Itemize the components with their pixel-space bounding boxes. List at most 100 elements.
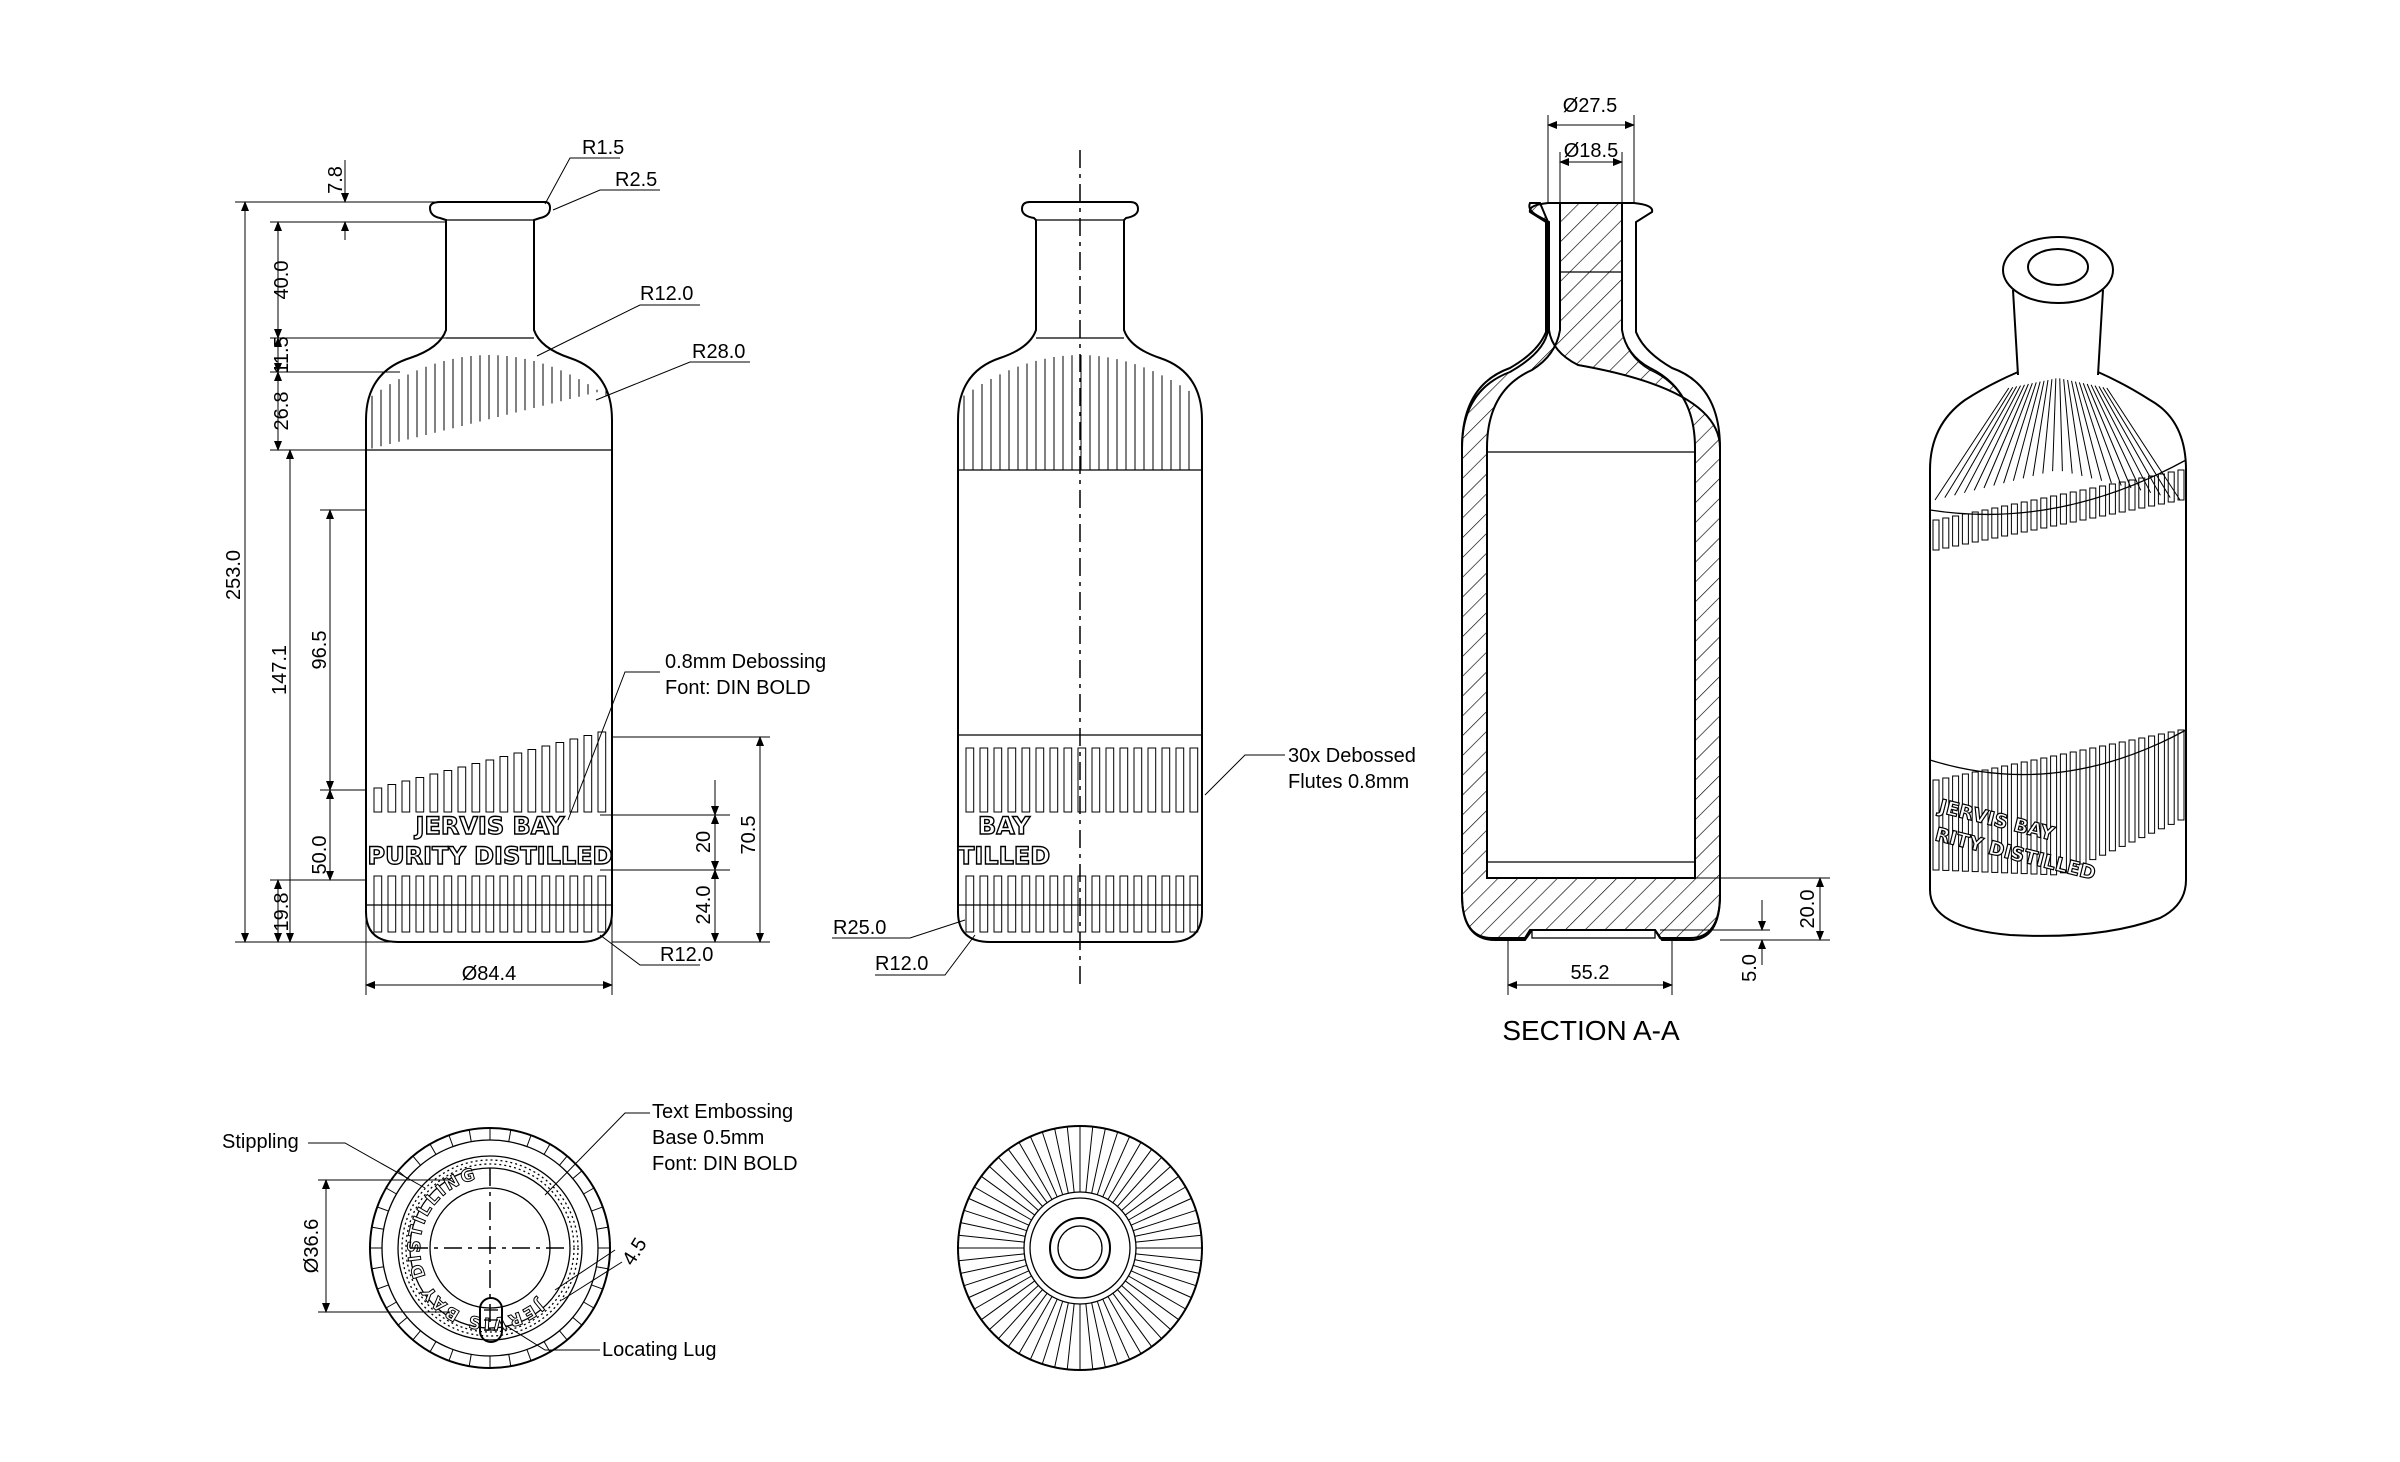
iso-flute [2032,379,2049,477]
iso-flute-slot [2020,501,2028,533]
radial-flute [1054,1128,1069,1194]
flute-slot [1077,747,1087,813]
dim-26-8: 26.8 [271,392,293,431]
radial-flute [974,1186,1032,1221]
flute-slot-bottom [979,875,989,933]
radial-flute [1134,1222,1200,1237]
flute-slot-bottom [1119,875,1129,933]
embossing-note-line3: Font: DIN BOLD [652,1153,798,1175]
iso-flute-slot [2157,473,2165,505]
radial-flute [1133,1264,1197,1287]
radial-flute [1041,1301,1064,1365]
stippling-label: Stippling [222,1131,299,1153]
dim-r12-bottom: R12.0 [660,944,713,966]
radial-flute [1117,1157,1163,1207]
radial-flute [1102,1136,1131,1198]
section-title: SECTION A-A [1502,1015,1680,1046]
scallop-line [526,1135,532,1147]
dim-40: 40.0 [271,261,293,300]
radial-flute [1041,1131,1064,1195]
radial-flute [960,1222,1026,1237]
iso-flute-slot [2138,477,2146,509]
iso-flute-slot-bottom [2001,765,2009,874]
flute-slot [597,731,607,813]
scallop-line [429,1341,437,1353]
flute-slot-bottom [499,875,509,933]
flute-slot-bottom [415,875,425,933]
flute-slot [1091,747,1101,813]
dim-11-5: 11.5 [271,336,293,373]
locating-lug-label: Locating Lug [602,1339,717,1361]
iso-flute [2074,381,2103,481]
radial-flute [1029,1298,1058,1360]
flute-slot [1049,747,1059,813]
embossing-note-line2: Base 0.5mm [652,1127,764,1149]
radial-flute [1018,1296,1053,1354]
flute-slot [1021,747,1031,813]
flute-slot-bottom [443,875,453,933]
iso-flute [1973,384,2025,491]
dim-dia-27-5: Ø27.5 [1563,95,1617,117]
radial-flute [1107,1296,1142,1354]
side-view: BAY TILLED R25.0 R12.0 30x Debossed Flut… [832,150,1416,990]
scallop-line [559,1155,568,1166]
flute-slot [527,749,537,813]
flute-slot-bottom [965,875,975,933]
side-shoulder-flutes [963,355,1190,470]
iso-flute-slot [2128,479,2136,511]
scallop-line [572,1317,583,1326]
section-view: Ø27.5 Ø18.5 55.2 20.0 5.0 SECTION A-A [1461,95,1830,1046]
iso-flute-slot-bottom [2148,735,2156,834]
dim-147-1: 147.1 [269,645,291,695]
side-bottle-outline [957,201,1203,943]
iso-flute [2012,381,2041,481]
flute-slot-bottom [1133,875,1143,933]
iso-flute-slot [1942,517,1950,549]
flute-slot [485,759,495,813]
radial-flute [1085,1126,1094,1193]
flute-slot [583,735,593,813]
flute-slot [415,777,425,813]
radial-flute [997,1157,1043,1207]
dim-24: 24.0 [693,886,715,925]
flute-slot [993,747,1003,813]
radial-flute [1117,1289,1163,1339]
flute-slot [401,780,411,813]
scallop-line [508,1354,512,1367]
dim-4-5: 4.5 [618,1234,651,1269]
radial-flute [1130,1197,1192,1226]
scallop-line [385,1187,397,1195]
iso-flute-slot [2050,495,2058,527]
embossing-note-line1: Text Embossing [652,1101,793,1123]
iso-flute-slot [2108,483,2116,515]
scallop-line [448,1349,454,1361]
iso-flute-slot [2040,497,2048,529]
radial-flute [968,1197,1030,1226]
iso-flute-slot-bottom [1961,773,1969,872]
iso-flute [2098,386,2161,496]
flute-slot-bottom [457,875,467,933]
iso-flute-slot [2001,505,2009,537]
iso-flute-slot [2069,491,2077,523]
scallop-line [583,1187,595,1195]
iso-flute-slot-bottom [1991,767,1999,873]
radial-flute [1066,1303,1075,1370]
flutes-note-line1: 30x Debossed [1288,745,1416,767]
iso-flute-slot-bottom [1932,779,1940,871]
flute-slot [429,773,439,813]
scallop-line [412,1330,421,1341]
flute-slot-bottom [597,875,607,933]
flute-slot [1063,747,1073,813]
scallop-line [596,1266,609,1270]
dim-r1-5: R1.5 [582,137,624,159]
base-scallops [370,1128,610,1368]
iso-flute-slot [2010,503,2018,535]
radial-flute [958,1253,1025,1262]
flute-slot [1007,747,1017,813]
iso-flute-slot [1961,513,1969,545]
iso-flute [1944,386,2014,498]
iso-flute-slot [2089,487,2097,519]
radial-flute [1112,1293,1153,1347]
radial-flute [1133,1209,1197,1232]
